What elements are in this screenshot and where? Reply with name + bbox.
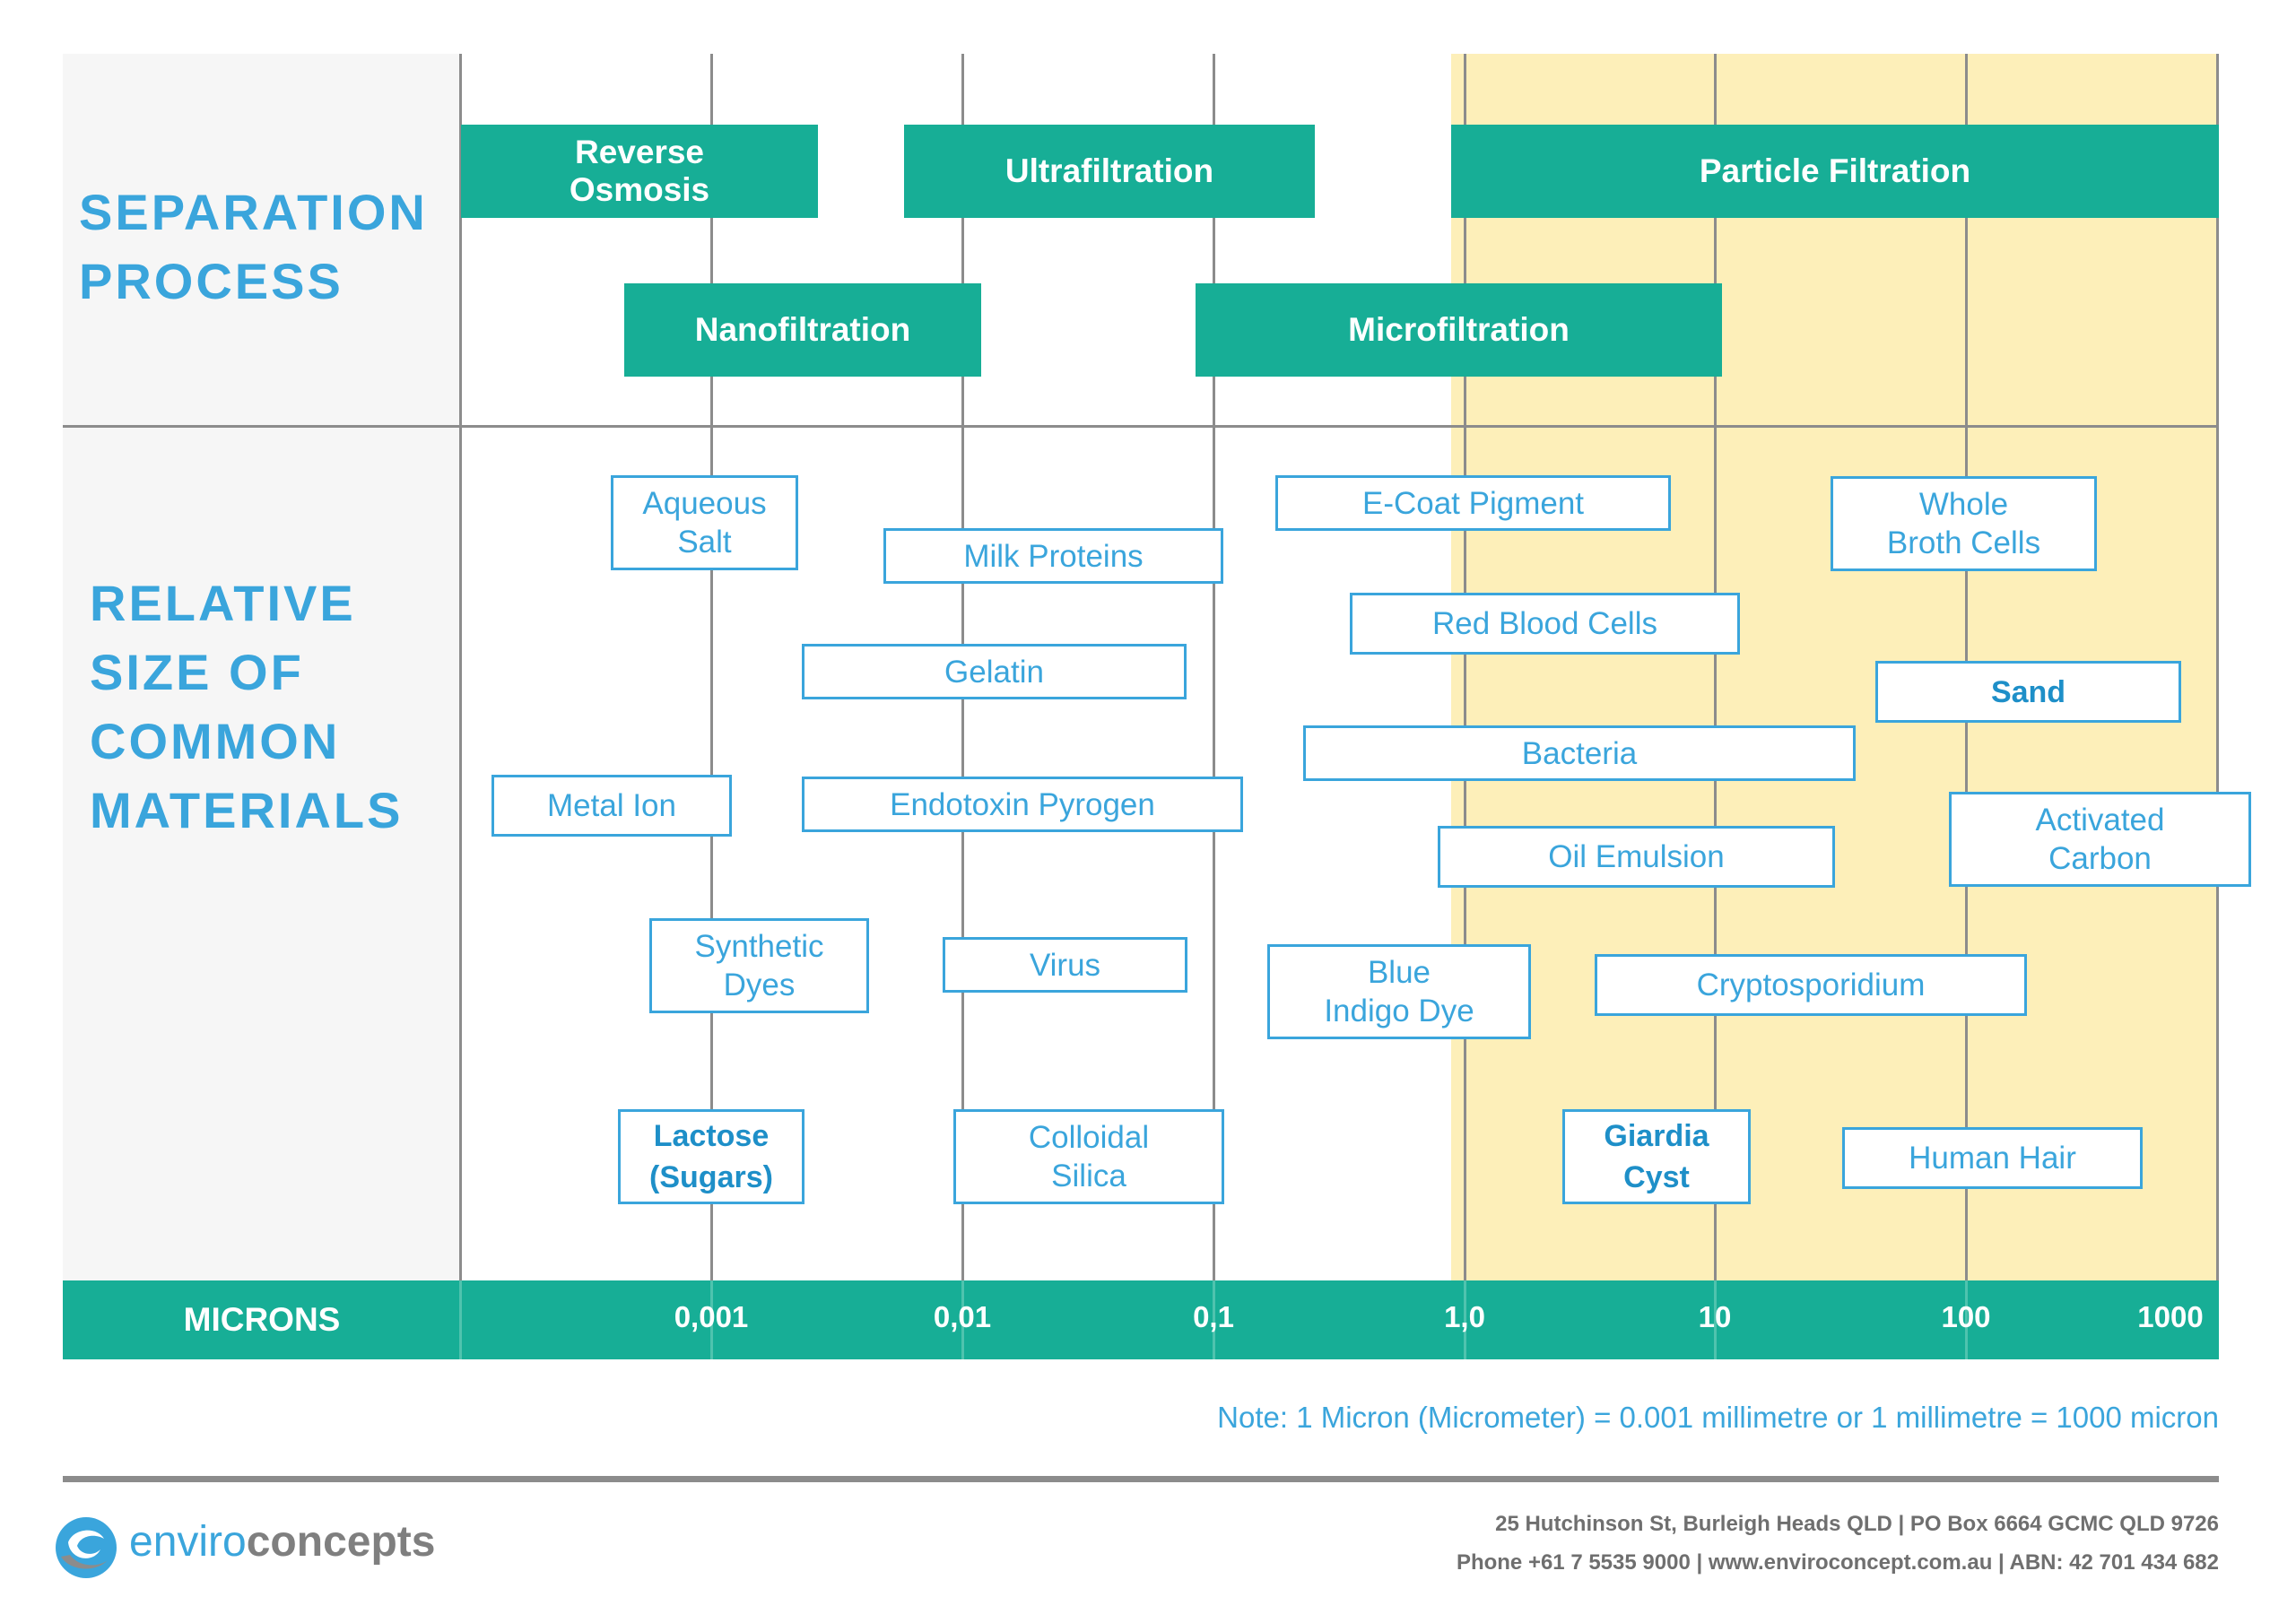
material-milk-proteins: Milk Proteins: [883, 528, 1223, 584]
grid-line: [710, 54, 713, 1286]
axis-tick-label: 0,01: [933, 1300, 992, 1333]
material-colloidal-silica: Colloidal Silica: [953, 1109, 1224, 1204]
axis-tick-mark: [710, 1280, 713, 1359]
axis-tick-mark: [1965, 1280, 1968, 1359]
material-metal-ion: Metal Ion: [491, 775, 732, 837]
axis-divider: [459, 1280, 462, 1359]
material-bacteria: Bacteria: [1303, 725, 1856, 781]
material-human-hair: Human Hair: [1842, 1127, 2143, 1189]
axis-tick-mark: [1464, 1280, 1466, 1359]
axis-tick-mark: [1213, 1280, 1215, 1359]
axis-tick-mark: [961, 1280, 964, 1359]
micron-axis-bar: [63, 1280, 2219, 1359]
logo-wordmark: enviroconcepts: [129, 1517, 435, 1567]
axis-tick-label: 10: [1698, 1300, 1732, 1333]
material-gelatin: Gelatin: [802, 644, 1187, 699]
process-reverse-osmosis: Reverse Osmosis: [461, 125, 818, 218]
material-blue-indigo-dye: Blue Indigo Dye: [1267, 944, 1531, 1039]
relative-size-title: RELATIVE SIZE OF COMMON MATERIALS: [90, 575, 404, 838]
material-virus: Virus: [943, 937, 1187, 993]
axis-tick-mark: [1714, 1280, 1717, 1359]
grid-line: [2216, 54, 2219, 1286]
grid-line: [459, 54, 462, 1286]
logo-wordmark-suffix: concepts: [246, 1518, 436, 1566]
process-particle-filtration: Particle Filtration: [1451, 125, 2219, 218]
material-oil-emulsion: Oil Emulsion: [1438, 826, 1835, 888]
grid-line: [1714, 54, 1717, 1286]
process-microfiltration: Microfiltration: [1196, 283, 1722, 377]
enviroconcepts-logo-icon: [56, 1517, 117, 1578]
footer-address: 25 Hutchinson St, Burleigh Heads QLD | P…: [1495, 1512, 2219, 1536]
material-synthetic-dyes: Synthetic Dyes: [649, 918, 869, 1013]
material-sand: Sand: [1875, 661, 2181, 723]
process-ultrafiltration: Ultrafiltration: [904, 125, 1315, 218]
material-aqueous-salt: Aqueous Salt: [611, 475, 798, 570]
axis-tick-label: 1,0: [1444, 1300, 1485, 1333]
material-lactose: Lactose (Sugars): [618, 1109, 804, 1204]
section-divider: [63, 425, 2219, 428]
material-e-coat-pigment: E-Coat Pigment: [1275, 475, 1671, 531]
axis-tick-label: 0,001: [674, 1300, 749, 1333]
axis-tick-label: 1000: [2137, 1300, 2204, 1333]
grid-line: [1213, 54, 1215, 1286]
footer-divider: [63, 1476, 2219, 1482]
separation-process-title: SEPARATION PROCESS: [79, 184, 428, 309]
axis-tick-label: 100: [1941, 1300, 1991, 1333]
label-column: [63, 54, 461, 1286]
micron-note: Note: 1 Micron (Micrometer) = 0.001 mill…: [1217, 1401, 2219, 1434]
footer-contact: Phone +61 7 5535 9000 | www.enviroconcep…: [1456, 1550, 2219, 1575]
axis-tick-label: 0,1: [1193, 1300, 1234, 1333]
material-activated-carbon: Activated Carbon: [1949, 792, 2251, 887]
axis-title: MICRONS: [183, 1301, 341, 1338]
material-red-blood-cells: Red Blood Cells: [1350, 593, 1740, 655]
material-endotoxin-pyrogen: Endotoxin Pyrogen: [802, 777, 1243, 832]
material-giardia-cyst: Giardia Cyst: [1562, 1109, 1751, 1204]
material-whole-broth-cells: Whole Broth Cells: [1831, 476, 2097, 571]
material-cryptosporidium: Cryptosporidium: [1595, 954, 2027, 1016]
logo-wordmark-prefix: enviro: [129, 1518, 247, 1566]
grid-line: [1464, 54, 1466, 1286]
process-nanofiltration: Nanofiltration: [624, 283, 981, 377]
